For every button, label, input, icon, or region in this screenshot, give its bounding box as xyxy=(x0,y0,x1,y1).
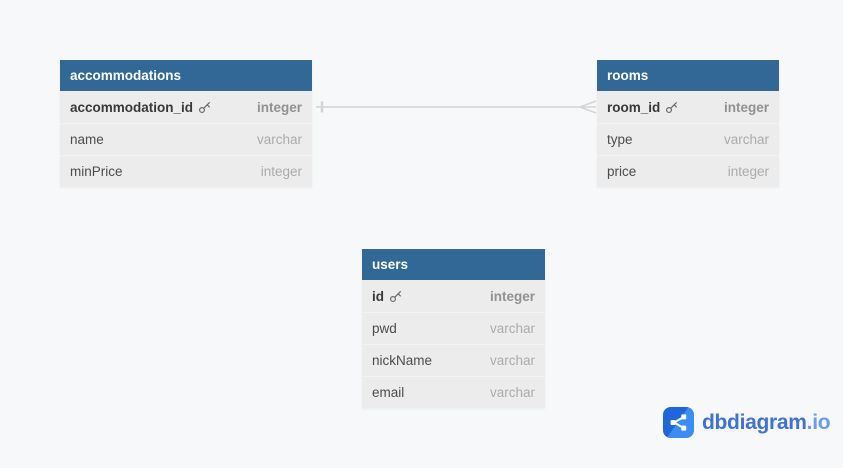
field-name: pwd xyxy=(372,321,397,336)
table-body: id integer pwd varchar nickName varchar … xyxy=(362,280,545,408)
field-name: email xyxy=(372,385,405,400)
table-users[interactable]: users id integer pwd varchar nickName va… xyxy=(362,249,545,408)
table-row[interactable]: id integer xyxy=(362,280,545,312)
field-name: id xyxy=(372,288,384,304)
field-name: minPrice xyxy=(70,164,123,179)
table-body: accommodation_id integer name varchar mi… xyxy=(60,91,312,187)
field-label: name xyxy=(70,132,104,147)
field-type: varchar xyxy=(489,385,535,400)
table-header[interactable]: accommodations xyxy=(60,60,312,91)
dbdiagram-logo-text: dbdiagram.io xyxy=(702,407,831,438)
table-title: rooms xyxy=(607,68,649,83)
relationship-accommodations-rooms[interactable] xyxy=(316,100,597,114)
table-row[interactable]: price integer xyxy=(597,155,779,187)
field-name: type xyxy=(607,132,633,147)
table-row[interactable]: email varchar xyxy=(362,376,545,408)
field-name: nickName xyxy=(372,353,433,368)
table-title: accommodations xyxy=(70,68,182,83)
field-label: minPrice xyxy=(70,164,123,179)
table-body: room_id integer type varchar price integ… xyxy=(597,91,779,187)
field-type: integer xyxy=(727,164,769,179)
field-type: varchar xyxy=(489,321,535,336)
field-type: varchar xyxy=(489,353,535,368)
field-type: varchar xyxy=(723,132,769,147)
field-label: price xyxy=(607,164,636,179)
field-label: accommodation_id xyxy=(70,100,211,115)
logo-text-main: dbdiagram xyxy=(702,411,807,434)
table-row[interactable]: room_id integer xyxy=(597,91,779,123)
table-row[interactable]: nickName varchar xyxy=(362,344,545,376)
field-type: integer xyxy=(723,99,769,115)
field-label: room_id xyxy=(607,100,678,115)
table-row[interactable]: minPrice integer xyxy=(60,155,312,187)
field-name: price xyxy=(607,164,637,179)
field-label: id xyxy=(372,289,402,304)
field-label: pwd xyxy=(372,321,397,336)
field-type: integer xyxy=(489,288,535,304)
primary-key-icon xyxy=(665,101,678,114)
table-title: users xyxy=(372,257,409,272)
field-name: accommodation_id xyxy=(70,99,194,115)
table-row[interactable]: accommodation_id integer xyxy=(60,91,312,123)
field-type: integer xyxy=(256,99,302,115)
table-rooms[interactable]: rooms room_id integer type varchar price… xyxy=(597,60,779,187)
primary-key-icon xyxy=(198,101,211,114)
primary-key-icon xyxy=(389,290,402,303)
field-name: room_id xyxy=(607,99,661,115)
field-type: integer xyxy=(260,164,302,179)
table-accommodations[interactable]: accommodations accommodation_id integer … xyxy=(60,60,312,187)
table-header[interactable]: users xyxy=(362,249,545,280)
field-name: name xyxy=(70,132,104,147)
table-header[interactable]: rooms xyxy=(597,60,779,91)
logo-text-suffix: .io xyxy=(806,411,831,434)
field-label: nickName xyxy=(372,353,432,368)
table-row[interactable]: pwd varchar xyxy=(362,312,545,344)
field-label: type xyxy=(607,132,633,147)
field-label: email xyxy=(372,385,404,400)
dbdiagram-logo-icon xyxy=(663,407,694,438)
dbdiagram-logo[interactable]: dbdiagram.io xyxy=(663,407,831,438)
table-row[interactable]: type varchar xyxy=(597,123,779,155)
table-row[interactable]: name varchar xyxy=(60,123,312,155)
field-type: varchar xyxy=(256,132,302,147)
